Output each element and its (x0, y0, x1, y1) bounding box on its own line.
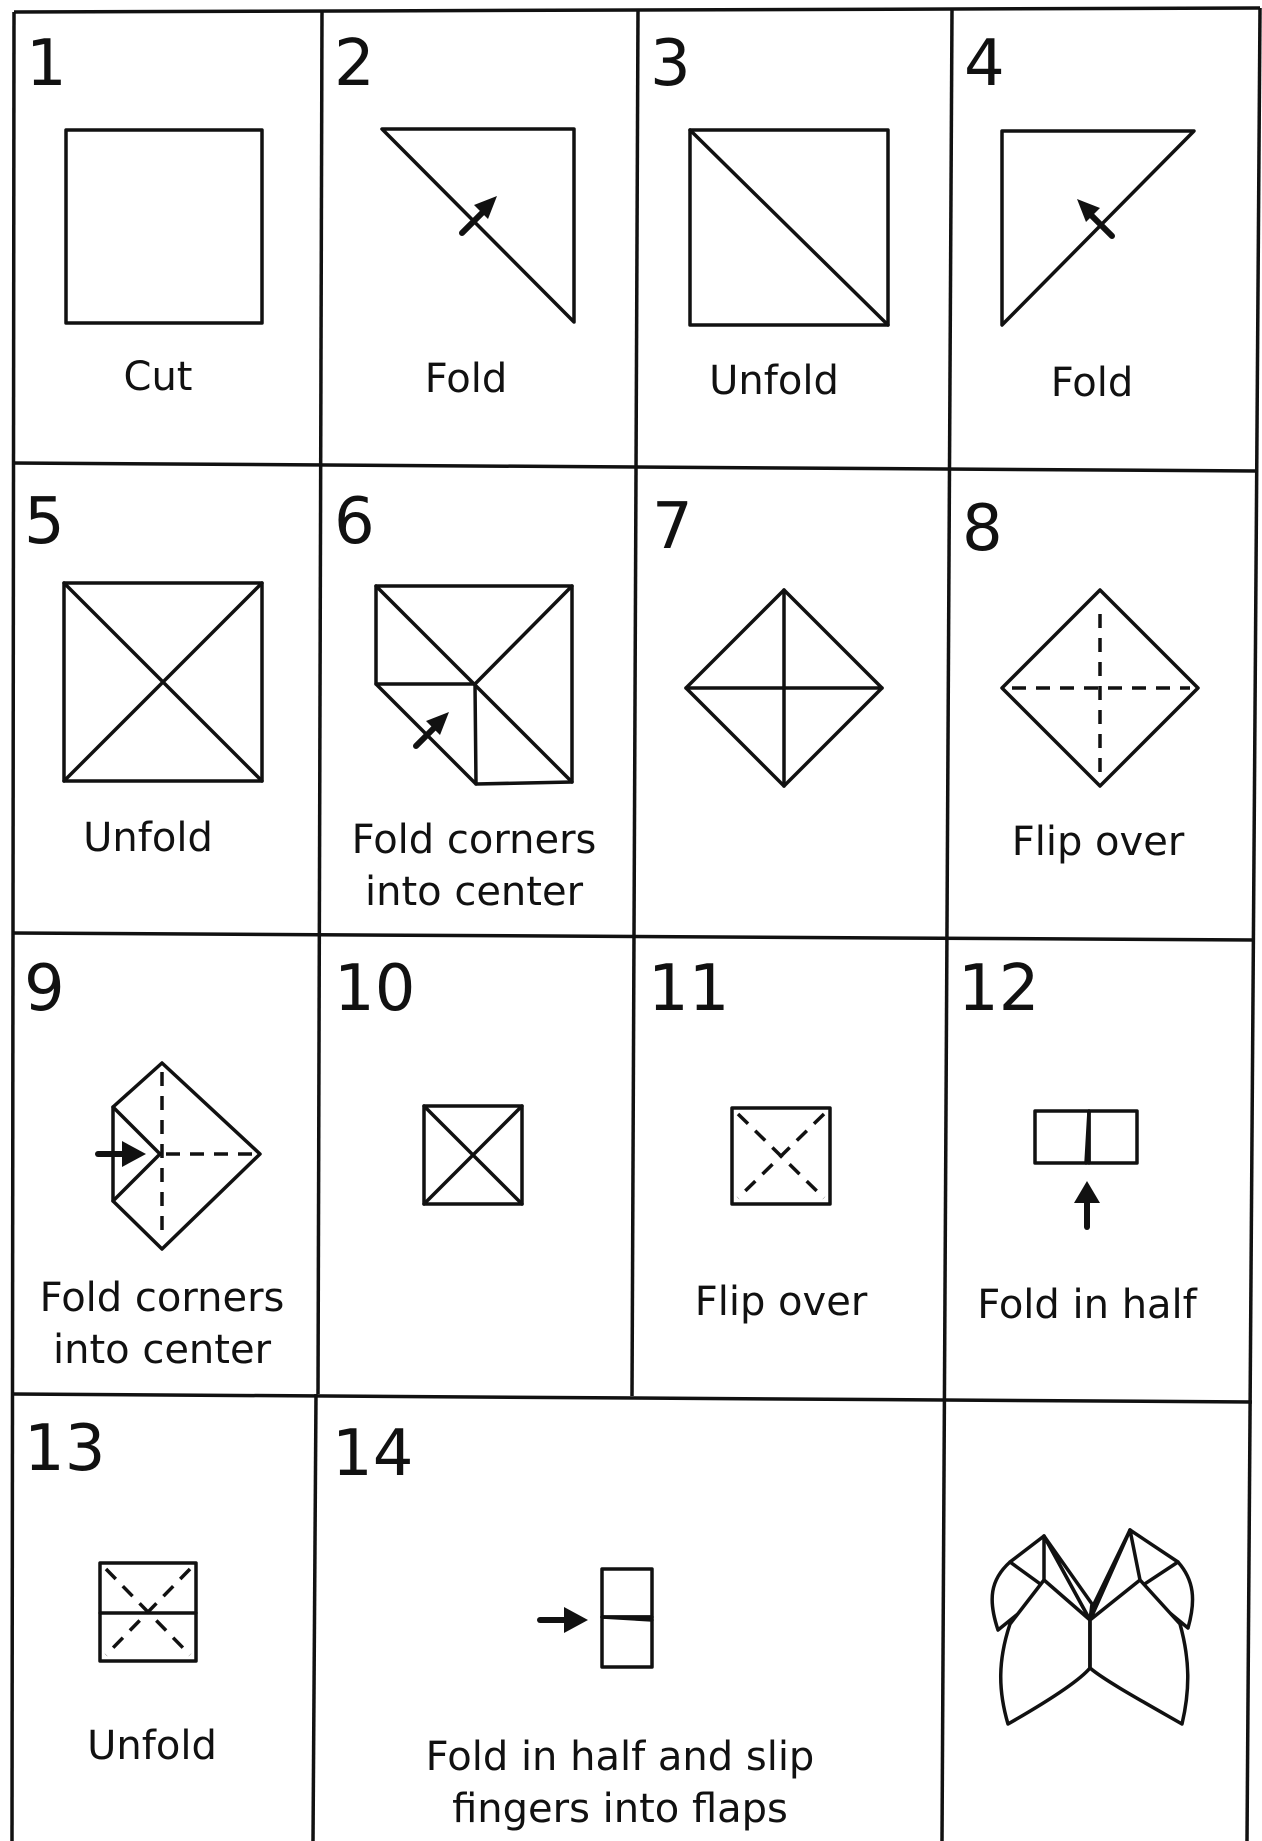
step-number: 13 (24, 1412, 105, 1486)
step-caption: into center (53, 1327, 272, 1373)
square-x-icon (64, 583, 262, 781)
small-square-x-icon (424, 1106, 522, 1204)
fold-half-icon (1035, 1111, 1137, 1227)
step-caption: Fold in half (977, 1282, 1197, 1328)
step-caption: Fold (425, 356, 508, 402)
step-caption: Fold corners (40, 1275, 285, 1321)
step-caption: Unfold (709, 358, 839, 404)
step-caption: Flip over (695, 1279, 868, 1325)
step-caption: Fold corners (352, 817, 597, 863)
square-diagonal-icon (690, 130, 888, 325)
step-number: 1 (26, 27, 67, 101)
step-caption: Fold in half and slip (426, 1734, 815, 1780)
step-caption: Unfold (83, 815, 213, 861)
step-number: 10 (334, 952, 415, 1026)
step-caption: into center (365, 869, 584, 915)
step-number: 5 (24, 485, 65, 559)
square-icon (66, 130, 262, 323)
step-number: 6 (334, 485, 375, 559)
fortune-teller-icon (992, 1530, 1192, 1724)
step-caption: Fold (1051, 360, 1134, 406)
fold-half-icon (540, 1569, 652, 1667)
step-number: 2 (334, 27, 375, 101)
diamond-icon (686, 590, 882, 786)
diamond-dashed-icon (1002, 590, 1198, 786)
step-caption: Flip over (1012, 819, 1185, 865)
diagonal-fold-icon (382, 129, 574, 322)
step-number: 8 (962, 492, 1003, 566)
diagonal-fold-icon (1002, 131, 1194, 325)
step-number: 14 (332, 1417, 413, 1491)
step-number: 12 (958, 952, 1039, 1026)
step-caption: fingers into flaps (452, 1786, 788, 1832)
step-number: 7 (652, 490, 693, 564)
step-number: 3 (650, 27, 691, 101)
step-number: 11 (648, 952, 729, 1026)
step-number: 4 (964, 27, 1005, 101)
corner-fold-icon (376, 586, 572, 784)
small-square-dashed-icon (100, 1563, 196, 1661)
grid-lines (12, 8, 1260, 1841)
step-caption: Cut (124, 354, 193, 400)
step-caption: Unfold (87, 1723, 217, 1769)
corner-fold-icon (98, 1063, 260, 1249)
step-number: 9 (24, 952, 65, 1026)
small-square-dashed-icon (732, 1108, 830, 1204)
